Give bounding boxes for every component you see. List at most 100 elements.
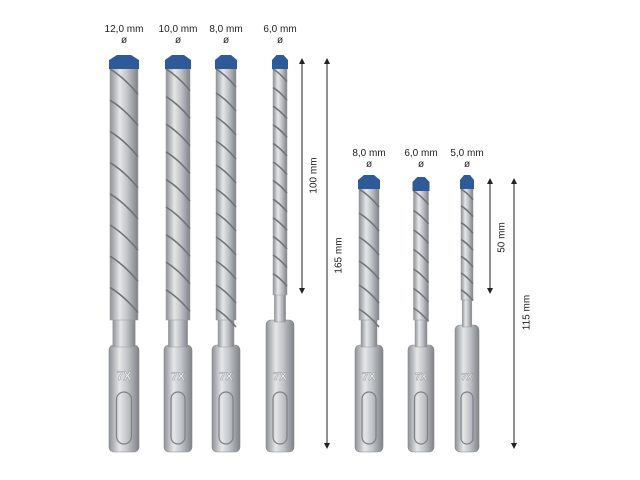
spiral-groove: [109, 161, 139, 189]
shank-slot: [115, 391, 133, 445]
flute-body: [165, 62, 191, 321]
spiral-groove: [413, 209, 430, 225]
shank: [407, 344, 435, 453]
spiral-groove: [358, 308, 380, 328]
spiral-groove: [109, 255, 139, 282]
spiral-groove: [215, 68, 237, 88]
spiral-groove: [272, 142, 288, 157]
spiral-groove: [413, 248, 430, 264]
spiral-groove: [272, 105, 288, 120]
spiral-groove: [460, 238, 474, 251]
spiral-groove: [109, 99, 139, 126]
spiral-groove: [109, 68, 139, 95]
spiral-groove: [165, 95, 191, 119]
drill-bit-2: 7X: [163, 55, 193, 453]
shank-slot: [460, 391, 474, 445]
spiral-groove: [460, 205, 474, 218]
shank: [454, 324, 480, 453]
spiral-groove: [272, 124, 288, 138]
spiral-groove: [215, 164, 237, 184]
spiral-groove: [165, 68, 191, 92]
spiral-groove: [272, 86, 288, 101]
drill-bit-7: 7X: [454, 175, 480, 453]
carbide-tip: [165, 55, 191, 69]
flute-body: [109, 62, 139, 321]
drill-bit-4: 7X: [265, 55, 295, 453]
spiral-groove: [413, 307, 430, 323]
spiral-groove: [109, 286, 139, 314]
spiral-groove: [215, 284, 237, 304]
spiral-groove: [215, 140, 237, 160]
spiral-groove: [215, 92, 237, 112]
shank-slot: [272, 391, 288, 445]
spiral-groove: [165, 233, 191, 257]
spiral-groove: [272, 179, 288, 194]
shank-slot: [218, 391, 234, 445]
spiral-groove: [460, 289, 474, 302]
spiral-groove: [460, 255, 474, 268]
carbide-tip: [272, 55, 288, 69]
shank: [265, 319, 295, 453]
spiral-groove: [215, 260, 237, 280]
shank-marking-7x: 7X: [461, 372, 473, 383]
dimension-165mm: 165 mm: [333, 237, 345, 274]
spiral-groove: [215, 188, 237, 208]
carbide-tip: [412, 177, 430, 191]
dimension-100mm: 100 mm: [308, 157, 320, 194]
spiral-groove: [165, 151, 191, 174]
shank-slot: [361, 391, 377, 445]
shank-marking-7x: 7X: [219, 371, 233, 383]
shank: [211, 344, 241, 453]
spiral-groove: [165, 206, 191, 230]
drill-bit-6: 7X: [407, 177, 435, 453]
spiral-groove: [165, 123, 191, 147]
spiral-groove: [272, 254, 288, 269]
spiral-groove: [460, 221, 474, 234]
spiral-groove: [358, 212, 380, 232]
spiral-groove: [460, 188, 474, 201]
drill-bit-3: 7X: [211, 55, 241, 453]
spiral-groove: [413, 229, 430, 245]
spiral-groove: [272, 68, 288, 83]
spiral-groove: [413, 190, 430, 206]
shank: [108, 344, 140, 453]
spiral-groove: [460, 272, 474, 285]
shank-marking-7x: 7X: [117, 369, 132, 383]
shank-marking-7x: 7X: [273, 371, 287, 383]
spiral-groove: [109, 193, 139, 220]
spiral-groove: [272, 198, 288, 213]
shank-marking-7x: 7X: [362, 371, 376, 383]
shank-slot: [413, 391, 429, 445]
carbide-tip: [109, 55, 139, 69]
spiral-groove: [358, 284, 380, 304]
spiral-groove: [413, 287, 430, 303]
carbide-tip: [215, 55, 237, 69]
dimension-50mm: 50 mm: [496, 222, 508, 253]
shank-slot: [170, 391, 186, 445]
spiral-groove: [413, 268, 430, 284]
carbide-tip: [460, 175, 474, 189]
carbide-tip: [358, 175, 380, 189]
shank-marking-7x: 7X: [415, 372, 428, 383]
spiral-groove: [215, 236, 237, 256]
spiral-groove: [358, 188, 380, 208]
spiral-groove: [272, 272, 288, 287]
shank: [163, 344, 193, 453]
spiral-groove: [215, 212, 237, 232]
spiral-groove: [165, 289, 191, 312]
shank: [354, 344, 384, 453]
spiral-groove: [215, 116, 237, 136]
spiral-groove: [109, 224, 139, 251]
spiral-groove: [358, 260, 380, 280]
spiral-groove: [358, 236, 380, 256]
spiral-groove: [165, 178, 191, 202]
spiral-groove: [109, 130, 139, 158]
spiral-groove: [272, 217, 288, 231]
